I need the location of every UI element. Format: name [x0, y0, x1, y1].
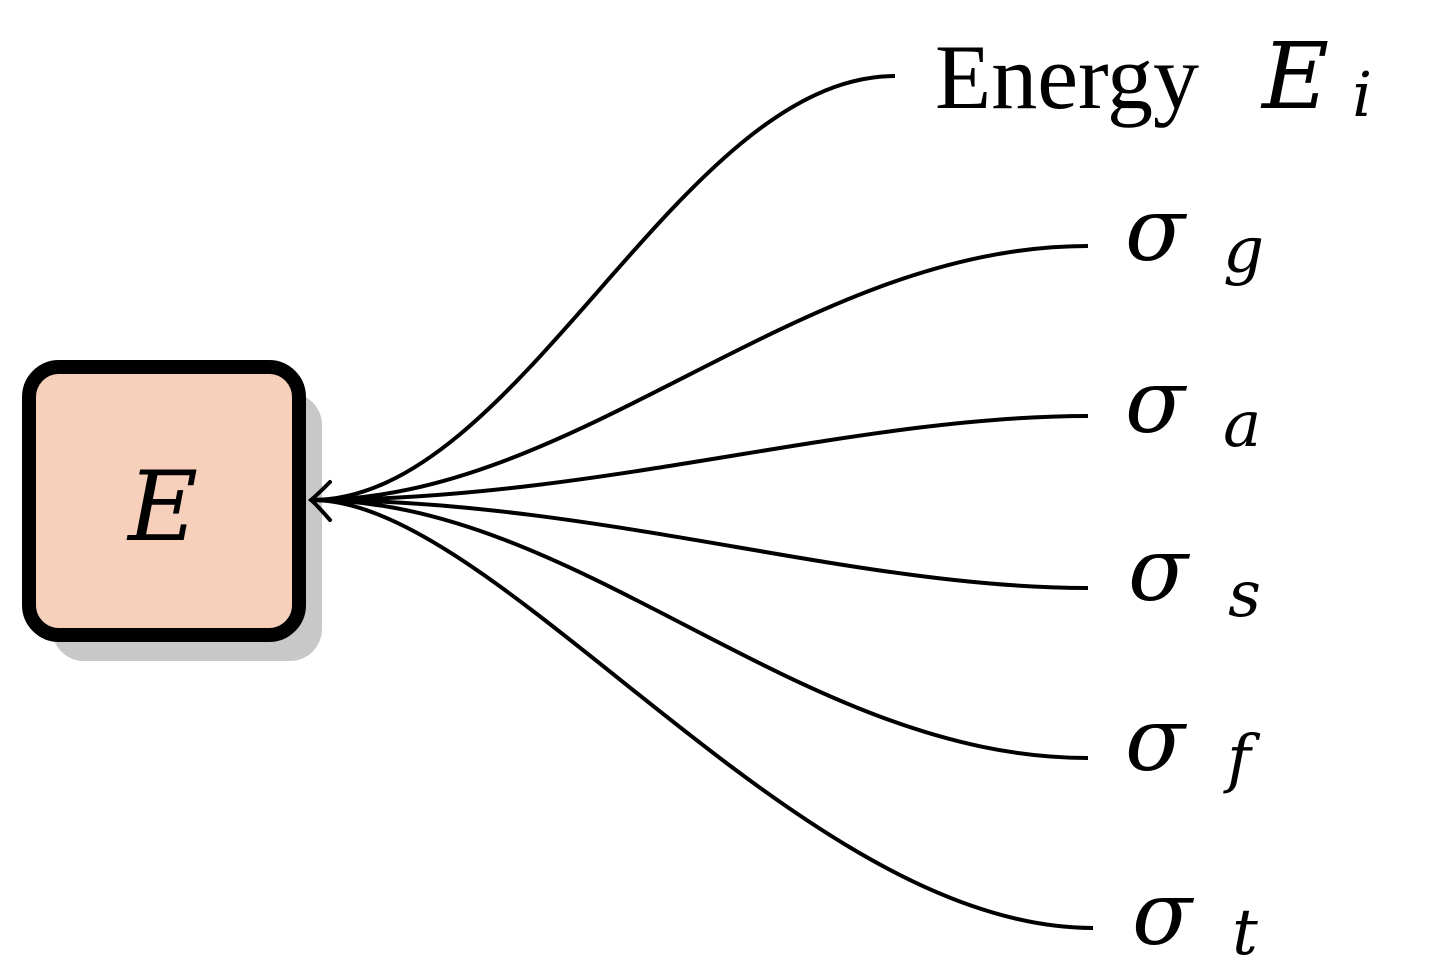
label-sigma-g: σ g	[1125, 178, 1264, 288]
label-energy-sub: i	[1352, 58, 1372, 131]
sigma-g-var: σ	[1125, 178, 1188, 281]
label-energy-text: Energy	[935, 26, 1199, 128]
node-label: E	[126, 451, 198, 563]
sigma-f-var: σ	[1125, 688, 1188, 791]
sigma-g-sub: g	[1223, 214, 1264, 288]
sigma-t-var: σ	[1132, 862, 1195, 965]
sigma-t-sub: t	[1232, 896, 1258, 970]
sigma-s-sub: s	[1228, 558, 1261, 632]
label-energy-var: E	[1260, 23, 1329, 130]
label-energy: Energy E i	[935, 23, 1372, 131]
label-sigma-t: σ t	[1132, 862, 1258, 970]
arrow-head-icon	[307, 480, 332, 522]
label-sigma-s: σ s	[1128, 518, 1261, 632]
sigma-a-sub: a	[1223, 388, 1261, 462]
connector-energy	[311, 74, 896, 502]
sigma-s-var: σ	[1128, 518, 1191, 621]
label-sigma-f: σ f	[1125, 688, 1261, 796]
connector-sigma-s	[311, 498, 1089, 590]
label-sigma-a: σ a	[1125, 350, 1261, 462]
sigma-f-sub: f	[1223, 722, 1261, 796]
connector-sigma-t	[311, 498, 1094, 930]
connector-sigma-f	[311, 498, 1089, 760]
node-box	[22, 360, 306, 642]
edge-labels: Energy E i σ g σ a σ s σ f σ t	[935, 23, 1372, 970]
connector-sigma-a	[311, 414, 1089, 502]
connector-sigma-g	[311, 244, 1089, 502]
sigma-a-var: σ	[1125, 350, 1188, 453]
connectors	[311, 74, 1094, 930]
